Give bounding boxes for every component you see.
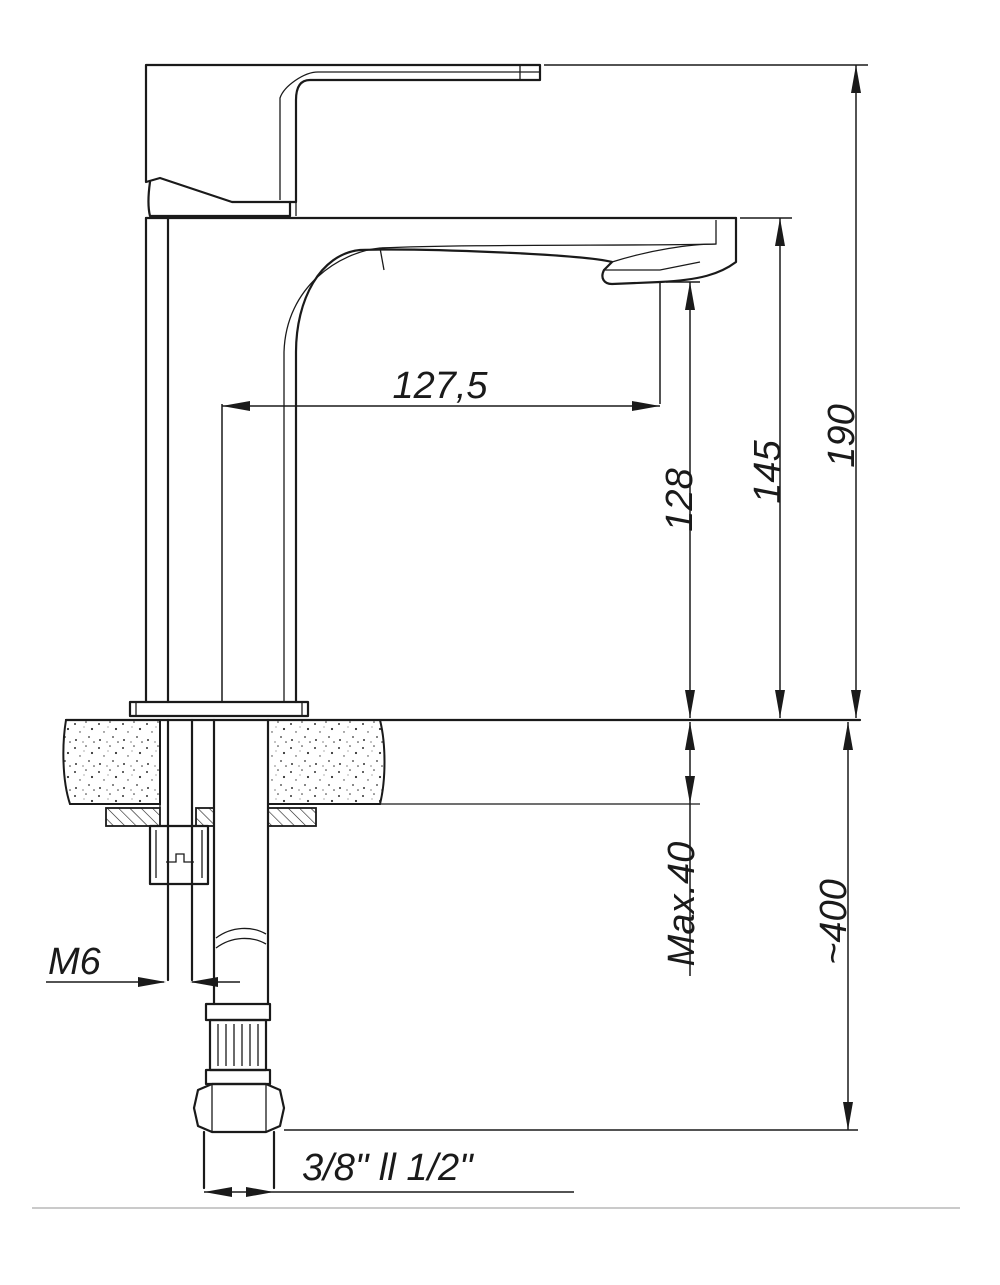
dimension-stud-thread: M6 — [46, 941, 240, 987]
tap-height-label: 145 — [747, 439, 789, 503]
connection-thread-label: 3/8" ll 1/2" — [302, 1147, 474, 1189]
dimension-tap-height: 145 — [740, 217, 792, 718]
max-countertop-label: Max.40 — [661, 842, 703, 967]
spout-reach-label: 127,5 — [392, 365, 488, 407]
dimension-connection-thread: 3/8" ll 1/2" — [204, 1147, 574, 1197]
faucet-spout — [283, 216, 738, 704]
spout-height-label: 128 — [659, 468, 701, 531]
flexible-hose — [192, 718, 286, 1190]
mounting-stud — [105, 718, 317, 982]
dimension-hose-length: ~400 — [284, 722, 858, 1131]
overall-height-label: 190 — [821, 404, 863, 467]
faucet-handle — [144, 63, 542, 218]
dimension-spout-reach: 127,5 — [221, 282, 661, 702]
base-plate — [128, 700, 310, 718]
countertop-section — [62, 718, 862, 805]
stud-thread-label: M6 — [48, 941, 102, 983]
dimension-overall-height: 190 — [544, 64, 868, 718]
hose-length-label: ~400 — [813, 879, 855, 965]
faucet-body — [144, 216, 738, 704]
dimension-max-countertop: Max.40 — [661, 722, 703, 976]
dimension-spout-height: 128 — [659, 281, 701, 718]
